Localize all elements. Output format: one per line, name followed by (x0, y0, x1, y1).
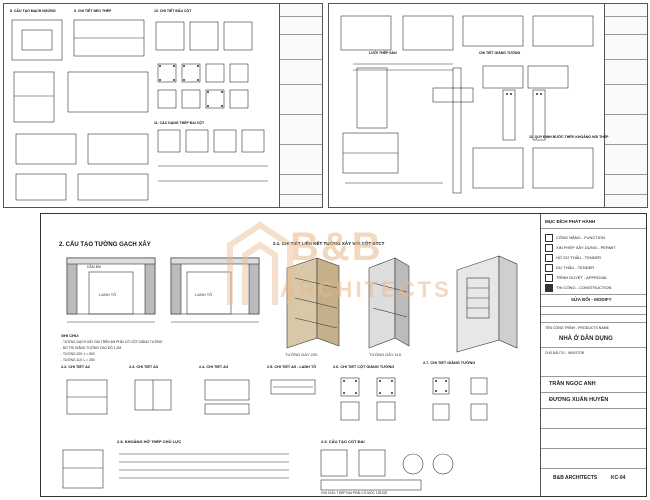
wall-110-label: TƯỜNG DÀY 110 (369, 352, 402, 357)
project-type: NHÀ Ở DÂN DỤNG (559, 336, 613, 342)
checkbox-icon (545, 264, 553, 272)
checkbox-icon (545, 274, 553, 282)
lanh-to-label: LANH TÔ (99, 292, 116, 297)
note-line: - TƯỜNG GẠCH XÂY DÀI TRÊN 4M PHẢI CÓ CỘT… (61, 340, 163, 344)
section-heading: 10. CHI TIẾT ĐẦU CỘT (154, 9, 192, 13)
note-line: - TƯỜNG 220: L = 500 (61, 352, 95, 356)
section-heading: CHI TIẾT GIẰNG TƯỜNG (479, 51, 521, 55)
detail-title: 2.4. CHI TIẾT A4 (199, 365, 228, 369)
detail-title: 2.6. CHI TIẾT CỘT GIẰNG TƯỜNG (333, 365, 395, 369)
detail-title: 2.2. CHI TIẾT A2 (61, 365, 90, 369)
designer-name: TRẦN NGỌC ANH (549, 381, 596, 387)
title-block-top-right (604, 4, 647, 207)
watermark-text: B&B (290, 225, 383, 269)
option-permit: XIN PHÉP XÂY DỰNG - PERMIT (545, 244, 616, 252)
title-block-top-left (279, 4, 322, 207)
checker-label: CHỦ ĐẦU TƯ - INVESTOR (545, 351, 585, 355)
checkbox-icon (545, 244, 553, 252)
dam-bm-label: DẦM BM (87, 265, 101, 269)
notes-heading: GHI CHÚ: (61, 333, 80, 338)
section-heading: 11. QUY ĐỊNH BƯỚC THÉP, KHOẢNG NỐI THÉP (529, 135, 609, 139)
lanh-to-label: LANH TÔ (195, 292, 212, 297)
sheet-top-right-drawings (340, 15, 594, 194)
sheet-number: KC-04 (611, 475, 626, 481)
option-approval: TRÌNH DUYỆT - APPROVAL (545, 274, 607, 282)
footnote: GHI CHÚ: THÉP ĐAI PHẢI CÓ MÓC 135 ĐỘ (321, 491, 388, 495)
note-line: - BỐ TRÍ GIẰNG TƯỜNG CAO ĐỘ 1,2M (61, 346, 122, 350)
section-heading: LƯỚI THÉP SÀN (369, 51, 397, 55)
title-block: MỤC ĐÍCH PHÁT HÀNH CÔNG NĂNG - FUNCTION … (540, 214, 646, 496)
sheet-top-right: LƯỚI THÉP SÀN CHI TIẾT GIẰNG TƯỜNG 11. Q… (328, 3, 648, 208)
sheet-top-left-drawings (11, 19, 268, 201)
section-heading: 9. CHI TIẾT NEO THÉP (74, 9, 112, 13)
sheet-top-left: 8. CẤU TẠO MẠCH NGỪNG 9. CHI TIẾT NEO TH… (3, 3, 323, 208)
detail-title: 2.9. CẤU TẠO CỐT ĐAI (321, 439, 365, 444)
watermark-text: ARCHITECTS (280, 277, 452, 302)
section-heading: 11. CÁC DẠNG THÉP ĐAI CỘT (154, 121, 205, 125)
checkbox-icon (545, 234, 553, 242)
bottom-detail-sketches (62, 449, 454, 491)
checkbox-icon (545, 254, 553, 262)
designer-name: ĐƯƠNG XUÂN HUYỀN (549, 397, 609, 403)
option-tender: HỒ SƠ THẦU - TENDER (545, 254, 601, 262)
detail-title: 2.3. CHI TIẾT A3 (129, 365, 158, 369)
wall-220-label: TƯỜNG DÀY 220 (285, 352, 318, 357)
wall-column-3d-details: TƯỜNG DÀY 220 TƯỜNG DÀY 110 (285, 255, 518, 357)
section-title-21: 2.1. CHI TIẾT LIÊN KẾT TƯỜNG XÂY VỚI CỘT… (273, 241, 385, 246)
section-heading: 8. CẤU TẠO MẠCH NGỪNG (10, 9, 56, 13)
main-section-title: 2. CẤU TẠO TƯỜNG GẠCH XÂY (59, 242, 151, 248)
option-construction: THI CÔNG - CONSTRUCTION (545, 284, 611, 292)
title-block-header: MỤC ĐÍCH PHÁT HÀNH (545, 219, 596, 224)
sheet-bottom: MỤC ĐÍCH PHÁT HÀNH CÔNG NĂNG - FUNCTION … (40, 213, 647, 497)
wall-elevation-drawings: LANH TÔ LANH TÔ DẦM BM (66, 257, 260, 323)
detail-title: 2.7. CHI TIẾT GIẰNG TƯỜNG (423, 361, 476, 365)
logo-icon (227, 221, 293, 305)
revision-label: SỬA ĐỔI - MODIFY (571, 297, 612, 302)
option-function: CÔNG NĂNG - FUNCTION (545, 234, 605, 242)
detail-title: 2.5. CHI TIẾT A5 - LANH TÔ (267, 365, 317, 369)
note-line: - TƯỜNG 110: L = 250 (61, 358, 95, 362)
firm-name: B&B ARCHITECTS (553, 475, 598, 481)
detail-sketches (66, 377, 488, 421)
watermark: B&B ARCHITECTS (220, 215, 450, 325)
checkbox-checked-icon (545, 284, 553, 292)
option-bid: DỰ THẦU - TENDER (545, 264, 594, 272)
detail-title: 2.8. KHOẢNG HỞ THÉP CHỦ LỰC (117, 439, 182, 444)
project-label: TÊN CÔNG TRÌNH - PRODUCTS NAME (545, 326, 609, 330)
